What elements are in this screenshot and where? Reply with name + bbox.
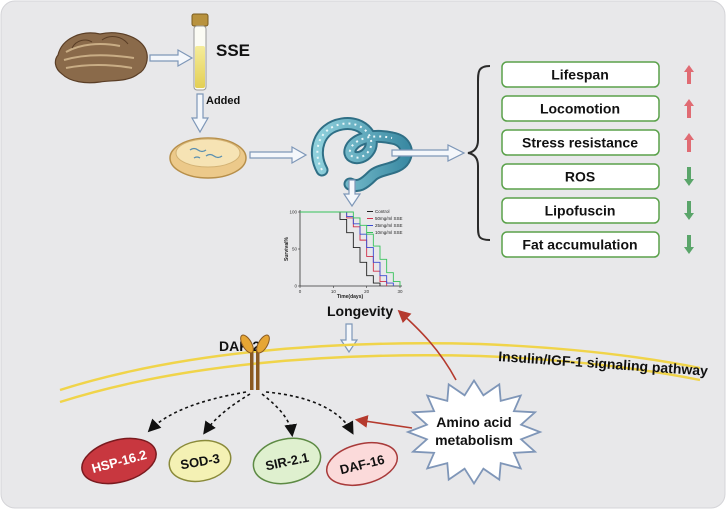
series-line bbox=[300, 211, 394, 286]
series-line bbox=[300, 211, 401, 286]
daf2-label: DAF-2 bbox=[219, 338, 260, 354]
receptor-arrows bbox=[147, 391, 354, 438]
gene-ellipse bbox=[168, 439, 232, 483]
added-label: Added bbox=[206, 95, 240, 107]
y-axis-label: Survival% bbox=[284, 236, 290, 260]
gene-label: SOD-3 bbox=[179, 451, 221, 473]
arrow-down-icon bbox=[684, 235, 694, 254]
effect-label: Lifespan bbox=[551, 67, 609, 83]
cell-membrane bbox=[59, 342, 701, 404]
effect-item: Lipofuscin bbox=[501, 197, 694, 224]
arrow-down-icon bbox=[684, 201, 694, 220]
effect-label: Locomotion bbox=[540, 101, 620, 117]
arrow-down-icon bbox=[684, 167, 694, 186]
legend-entry: Control bbox=[375, 209, 390, 214]
x-tick-label: 30 bbox=[397, 289, 403, 294]
effect-item: Fat accumulation bbox=[501, 231, 694, 258]
longevity-label: Longevity bbox=[327, 303, 393, 319]
arrow-to-worm bbox=[249, 145, 308, 165]
vial-icon bbox=[191, 13, 209, 91]
amino-acid-burst bbox=[405, 378, 543, 486]
red-arrow-to-longevity bbox=[397, 309, 457, 381]
effect-label: Fat accumulation bbox=[522, 237, 637, 253]
gene-ellipse bbox=[81, 437, 157, 485]
effect-box bbox=[501, 129, 660, 156]
amino-label-line2: metabolism bbox=[435, 432, 513, 448]
arrow-up-icon bbox=[684, 65, 694, 84]
gene-node: HSP-16.2 bbox=[81, 437, 157, 485]
effect-item: Locomotion bbox=[501, 95, 694, 122]
arrow-to-dish bbox=[190, 93, 210, 134]
x-tick-label: 20 bbox=[364, 289, 370, 294]
gene-ellipse bbox=[325, 441, 399, 487]
y-tick-label: 0 bbox=[294, 284, 297, 289]
arrow-up-icon bbox=[684, 99, 694, 118]
effect-box bbox=[501, 197, 660, 224]
red-arrow-to-daf16 bbox=[354, 415, 413, 429]
effect-label: ROS bbox=[565, 169, 595, 185]
effect-label: Stress resistance bbox=[522, 135, 638, 151]
effects-brace bbox=[467, 65, 491, 241]
legend-entry: 25mg/ml SSE bbox=[375, 223, 403, 228]
worm-icon bbox=[310, 117, 413, 193]
effect-item: Stress resistance bbox=[501, 129, 694, 156]
receptor-icon bbox=[240, 334, 270, 390]
x-tick-label: 10 bbox=[331, 289, 337, 294]
petri-dish-icon bbox=[169, 137, 247, 179]
gene-node: DAF-16 bbox=[325, 441, 399, 487]
y-tick-label: 50 bbox=[292, 247, 298, 252]
effect-label: Lipofuscin bbox=[545, 203, 616, 219]
x-axis-label: Time(days) bbox=[337, 294, 364, 300]
series-line bbox=[300, 211, 381, 286]
effect-box bbox=[501, 95, 660, 122]
gene-node: SOD-3 bbox=[168, 439, 232, 483]
effect-item: Lifespan bbox=[501, 61, 694, 88]
effect-box bbox=[501, 231, 660, 258]
gene-node: SIR-2.1 bbox=[252, 437, 322, 485]
effect-box bbox=[501, 61, 660, 88]
mushroom-icon bbox=[54, 32, 148, 84]
effect-item: ROS bbox=[501, 163, 694, 190]
legend-entry: 10mg/ml SSE bbox=[375, 230, 403, 235]
sse-label: SSE bbox=[216, 41, 250, 60]
effect-box bbox=[501, 163, 660, 190]
arrow-up-icon bbox=[684, 133, 694, 152]
arrow-to-effects bbox=[391, 144, 466, 162]
amino-label-line1: Amino acid bbox=[436, 414, 511, 430]
arrow-to-vial bbox=[149, 48, 194, 68]
legend-entry: 50mg/ml SSE bbox=[375, 216, 403, 221]
arrow-to-chart bbox=[342, 179, 362, 208]
gene-ellipse bbox=[252, 437, 322, 485]
y-tick-label: 100 bbox=[289, 210, 297, 215]
x-tick-label: 0 bbox=[299, 289, 302, 294]
